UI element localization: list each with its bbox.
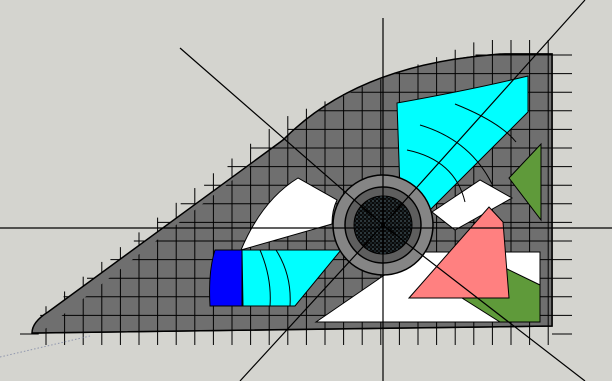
cyan-arm-upper[interactable] (396, 75, 529, 211)
salmon-block[interactable] (407, 206, 510, 299)
cyan-arm-lower[interactable] (241, 249, 343, 307)
blue-cap[interactable] (209, 249, 243, 307)
arm-detail-lines (259, 103, 517, 307)
green-wedge-top[interactable] (508, 142, 542, 222)
white-sector-upper-right[interactable] (431, 179, 514, 231)
white-sector-left[interactable] (240, 177, 338, 251)
dotted-axis-line (0, 335, 91, 358)
